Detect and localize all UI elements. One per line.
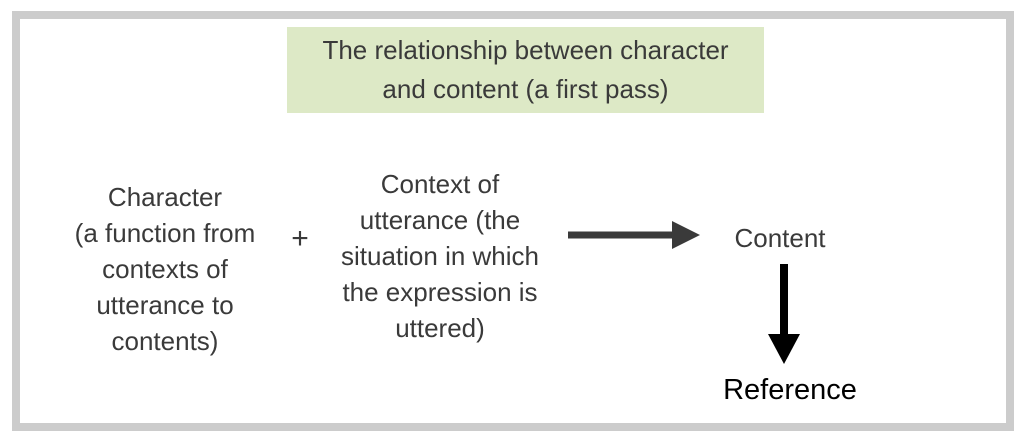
context-node: Context of utterance (the situation in w… (341, 169, 539, 343)
arrow-right-head (672, 221, 700, 249)
title-text: The relationship between character and c… (322, 35, 729, 104)
plus-operator: + (291, 222, 309, 255)
arrow-down-icon (768, 264, 800, 364)
reference-node: Reference (723, 374, 857, 406)
title-box: The relationship between character and c… (287, 27, 764, 113)
content-node: Content (734, 223, 826, 253)
character-node: Character (a function from contexts of u… (74, 182, 256, 356)
arrow-right-icon (568, 221, 700, 249)
arrow-down-head (768, 334, 800, 364)
